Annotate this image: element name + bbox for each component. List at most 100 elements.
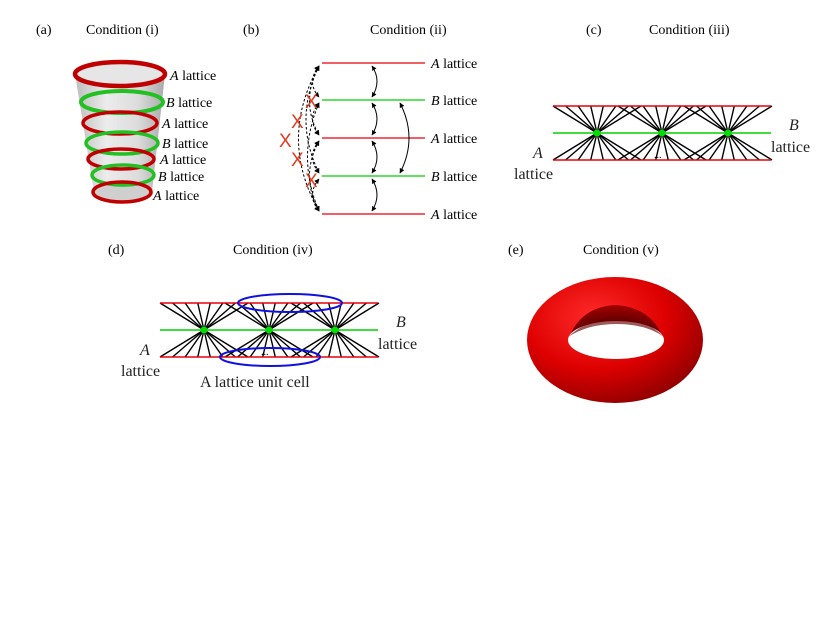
d-bond xyxy=(159,302,205,331)
panel-b-label-2: B lattice xyxy=(431,94,477,109)
d-bonds xyxy=(159,302,380,358)
c-bond xyxy=(577,105,598,134)
c-bond xyxy=(727,105,735,134)
d-bond xyxy=(334,329,355,358)
panel-a-label-6: B lattice xyxy=(158,170,204,185)
torus xyxy=(527,277,703,403)
c-bond xyxy=(683,105,729,134)
d-bond xyxy=(315,302,336,331)
d-bond xyxy=(290,329,336,358)
panel-c-letter: (c) xyxy=(586,23,602,38)
arrow-b2-a3 xyxy=(371,178,378,212)
d-bond xyxy=(268,329,314,358)
c-bond xyxy=(661,105,707,134)
d-bond xyxy=(268,302,301,331)
panel-c-title: Condition (iii) xyxy=(649,23,730,38)
d-bond xyxy=(197,329,205,358)
d-bond xyxy=(237,329,270,358)
ring-b-3 xyxy=(90,163,156,187)
d-bond xyxy=(290,302,336,331)
c-bond xyxy=(727,105,748,134)
d-bond xyxy=(203,302,211,331)
c-bond xyxy=(565,132,598,161)
ring-a-2 xyxy=(81,110,159,136)
panel-a-label-3: A lattice xyxy=(161,117,208,132)
dashed-a2-b2 xyxy=(312,140,320,174)
panel-d: (d) Condition (iv) ... A lattice B latti… xyxy=(108,243,417,391)
c-bond xyxy=(596,105,642,134)
cross-mark-5: X xyxy=(305,171,318,192)
d-bond xyxy=(159,329,205,358)
c-bond xyxy=(596,132,642,161)
dashed-a2-a3 xyxy=(309,140,320,212)
c-label-b-word: lattice xyxy=(771,139,810,156)
panel-a-letter: (a) xyxy=(36,23,52,38)
c-bond xyxy=(683,132,729,161)
c-bond xyxy=(596,132,617,161)
c-bond xyxy=(727,105,760,134)
c-bond xyxy=(727,132,735,161)
c-bond xyxy=(617,132,663,161)
c-bond xyxy=(655,132,663,161)
c-bond xyxy=(661,105,682,134)
d-bond xyxy=(334,302,367,331)
c-bond xyxy=(655,105,663,134)
d-bond xyxy=(334,329,342,358)
panel-c: (c) Condition (iii) ... A lattice B latt… xyxy=(514,23,810,183)
c-bond xyxy=(661,132,669,161)
d-dots: ... xyxy=(261,347,269,358)
cross-mark-2: X xyxy=(291,112,304,133)
d-bond xyxy=(268,302,289,331)
ring-a-3 xyxy=(86,147,156,171)
c-bond xyxy=(708,132,729,161)
torus-inner-rim xyxy=(568,318,664,337)
cone-bottom xyxy=(93,184,153,202)
panel-b: (b) Condition (ii) A lattice B lattice A… xyxy=(243,23,477,223)
c-bond xyxy=(727,132,760,161)
unit-cell-bottom-ellipse xyxy=(219,347,321,367)
dashed-a1-b2 xyxy=(305,65,320,174)
c-bond xyxy=(630,105,663,134)
c-bond xyxy=(661,132,682,161)
d-bond xyxy=(203,302,249,331)
panel-b-label-4: B lattice xyxy=(431,170,477,185)
c-bond xyxy=(596,105,629,134)
c-bond xyxy=(708,105,729,134)
torus-hole xyxy=(568,321,664,359)
panel-e: (e) Condition (v) xyxy=(508,243,703,403)
c-label-b-letter: B xyxy=(789,117,799,134)
d-bond xyxy=(328,329,336,358)
d-label-a-word: lattice xyxy=(121,363,160,380)
c-bond xyxy=(596,132,629,161)
arrow-b1-a2 xyxy=(371,102,378,136)
c-bond xyxy=(565,105,598,134)
c-label-a-letter: A xyxy=(532,145,543,162)
ring-a-1 xyxy=(72,59,168,89)
c-bond xyxy=(617,105,663,134)
panel-e-letter: (e) xyxy=(508,243,524,258)
cross-mark-4: X xyxy=(291,150,304,171)
panel-a-label-4: B lattice xyxy=(162,137,208,152)
d-bond xyxy=(268,329,276,358)
panel-a: (a) Condition (i) A lattice B lattice A … xyxy=(36,23,216,204)
dashed-b1-a3 xyxy=(307,102,320,212)
d-bond xyxy=(203,329,249,358)
c-bond xyxy=(596,105,617,134)
d-bond xyxy=(268,329,301,358)
c-bond xyxy=(661,105,694,134)
cross-mark-3: X xyxy=(279,131,292,152)
d-bond xyxy=(224,329,270,358)
c-bond xyxy=(696,105,729,134)
c-bond xyxy=(721,105,729,134)
d-unit-cell-label: A lattice unit cell xyxy=(200,374,310,391)
d-b-site-3 xyxy=(331,326,339,334)
panel-d-letter: (d) xyxy=(108,243,125,258)
panel-a-label-7: A lattice xyxy=(152,189,199,204)
dashed-a1-a3 xyxy=(298,65,320,212)
c-bond xyxy=(661,132,694,161)
c-bond xyxy=(642,105,663,134)
c-bond xyxy=(661,132,707,161)
c-bond xyxy=(577,132,598,161)
cross-mark-1: X xyxy=(305,92,318,113)
